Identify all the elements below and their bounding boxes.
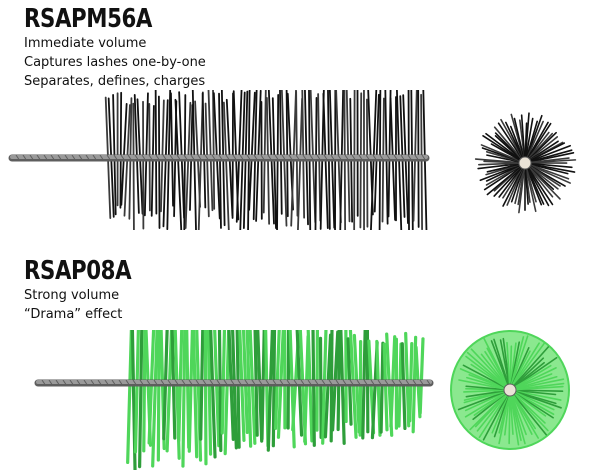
product-code: RSAPM56A xyxy=(24,4,153,34)
mascara-brush-end-icon xyxy=(474,112,577,214)
product-rsapm56a: RSAPM56A Immediate volume Captures lashe… xyxy=(0,0,600,230)
product-code: RSAP08A xyxy=(24,256,132,286)
feature-item: Immediate volume xyxy=(24,36,147,51)
feature-item: Separates, defines, charges xyxy=(24,74,206,89)
feature-item: “Drama” effect xyxy=(24,307,123,322)
product-rsap08a: RSAP08A Strong volume “Drama” effect xyxy=(0,240,600,470)
mascara-brush-end-icon xyxy=(450,330,570,450)
feature-item: Captures lashes one-by-one xyxy=(24,55,206,70)
feature-list: Strong volume “Drama” effect xyxy=(24,286,122,324)
mascara-brush-side-icon xyxy=(8,90,430,230)
feature-list: Immediate volume Captures lashes one-by-… xyxy=(24,34,206,91)
mascara-brush-side-icon xyxy=(34,330,434,470)
feature-item: Strong volume xyxy=(24,288,120,303)
